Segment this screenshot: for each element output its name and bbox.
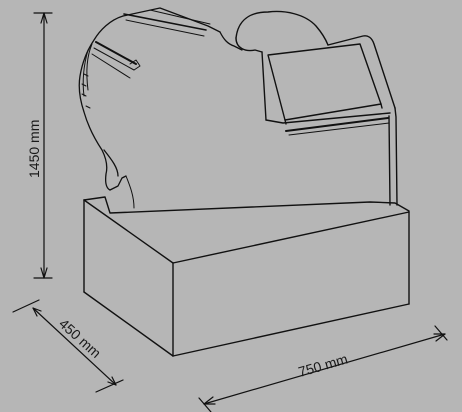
width-dimension-line [198,325,448,412]
upper-housing [235,10,398,206]
display-panel [267,43,383,125]
height-dimension-label: 1450 mm [26,120,42,178]
height-dimension-line [33,12,53,279]
front-slot [285,117,390,136]
base-box [83,196,410,357]
depth-dimension-label: 450 mm [56,315,104,361]
width-dimension-label: 750 mm [296,351,349,380]
body-join [125,175,135,209]
depth-dimension-line [12,299,124,393]
left-drum [78,7,243,191]
